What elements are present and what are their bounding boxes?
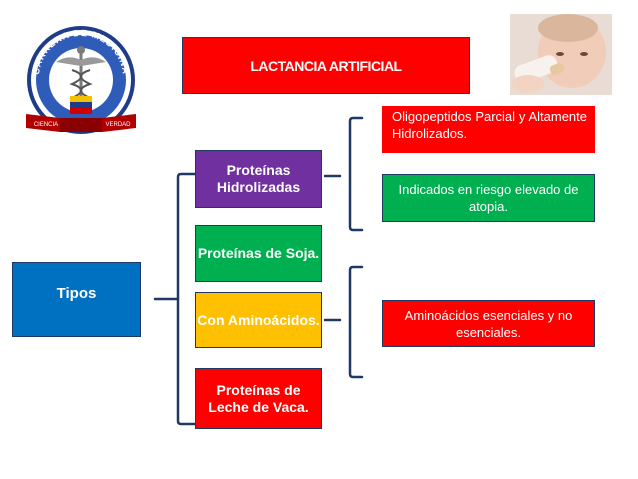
baby-bottle-photo bbox=[510, 14, 612, 95]
types-bracket bbox=[176, 172, 197, 426]
carrera-de-medicina-logo: CARRERA DE MEDICINA CIENCIA VERDAD bbox=[26, 26, 136, 134]
type-proteinas-leche-vaca: Proteínas de Leche de Vaca. bbox=[195, 368, 322, 429]
note-atopia: Indicados en riesgo elevado de atopia. bbox=[382, 174, 595, 222]
logo-ribbon-right: VERDAD bbox=[105, 122, 131, 128]
page-title: LACTANCIA ARTIFICIAL bbox=[182, 37, 470, 94]
note-oligopeptidos-text: Oligopeptidos Parcial y Altamente Hidrol… bbox=[392, 109, 587, 141]
type-proteinas-hidrolizadas: Proteínas Hidrolizadas bbox=[195, 150, 322, 208]
logo-ribbon-left: CIENCIA bbox=[34, 122, 58, 128]
type-con-aminoacidos: Con Aminoácidos. bbox=[195, 292, 322, 348]
note-aminoacidos: Aminoácidos esenciales y no esenciales. bbox=[382, 300, 595, 347]
aminoacidos-bracket bbox=[348, 265, 364, 379]
root-tipos-box: Tipos bbox=[12, 262, 141, 337]
note-oligopeptidos: Oligopeptidos Parcial y Altamente Hidrol… bbox=[382, 106, 595, 153]
hidrolizadas-bracket bbox=[348, 116, 364, 232]
type-proteinas-soja: Proteínas de Soja. bbox=[195, 225, 322, 282]
